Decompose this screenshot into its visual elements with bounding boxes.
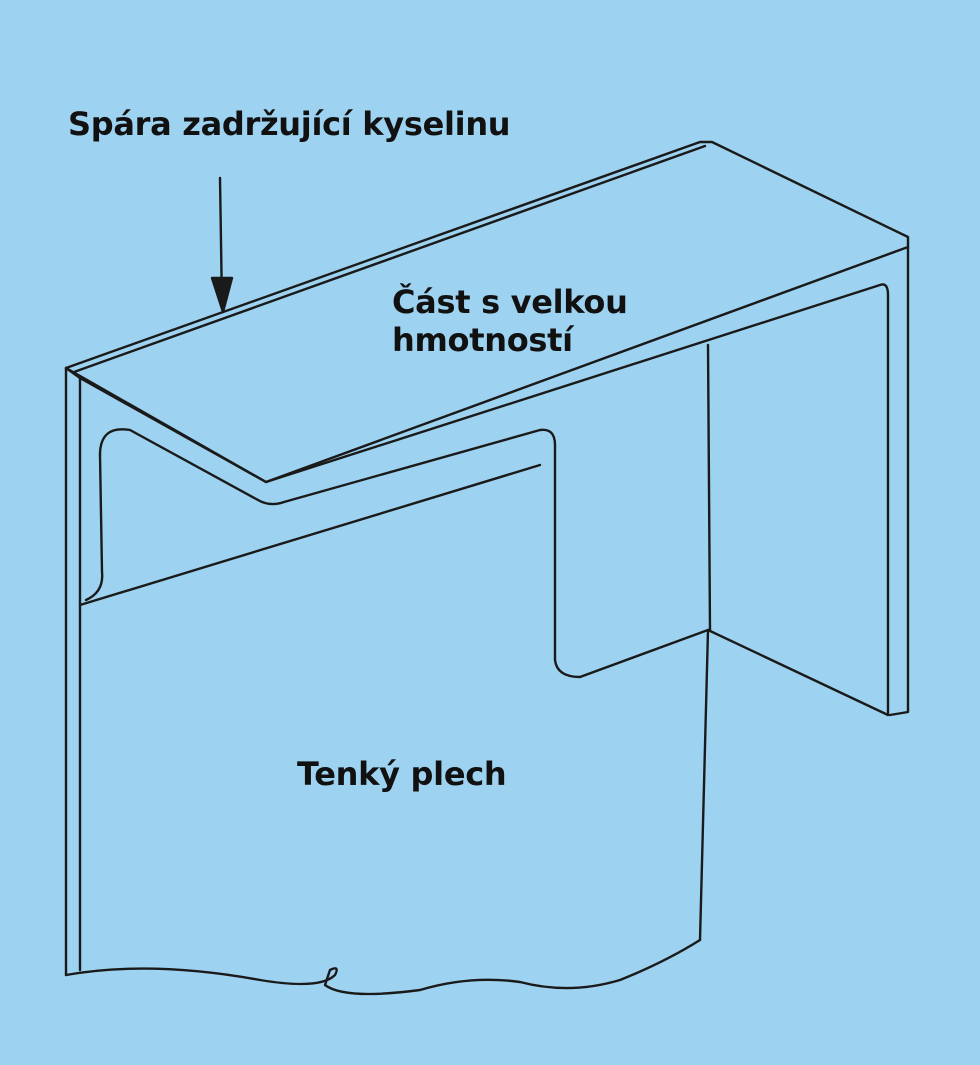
acid-groove: [72, 144, 707, 374]
web-fillet-contour: [98, 428, 890, 717]
thin-sheet-label: Tenký plech: [297, 755, 507, 793]
thin-sheet-right-edge: [698, 628, 710, 942]
slab-inner-right: [264, 283, 890, 717]
mass-part-label-line1: Část s velkou: [392, 283, 628, 321]
mass-part-label-line2: hmotností: [392, 321, 573, 359]
arrow-down-icon: [210, 276, 234, 314]
slab-right-edge: [888, 245, 910, 717]
mass-part-label: Část s velkou hmotností: [392, 283, 628, 359]
web-diagonal: [78, 463, 542, 607]
groove-label: Spára zadržující kyselinu: [68, 105, 511, 143]
thin-sheet-broken-bottom: [64, 938, 702, 996]
left-fillet: [84, 453, 104, 602]
web-vertical: [706, 343, 712, 632]
